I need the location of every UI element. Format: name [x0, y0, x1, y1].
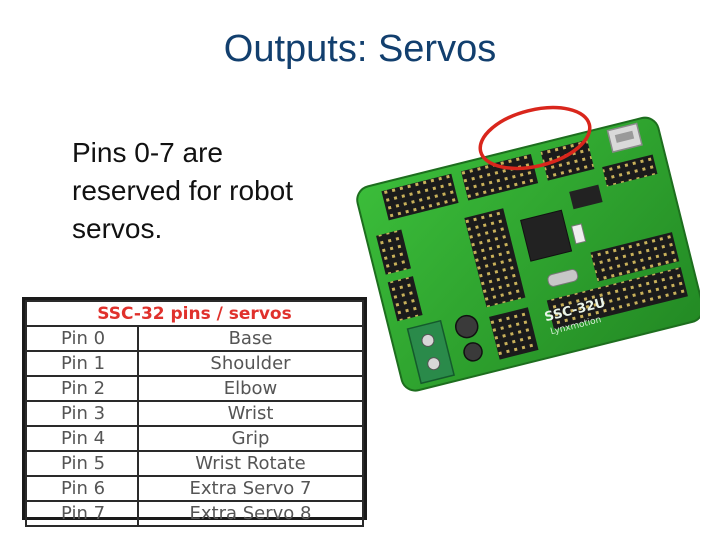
- pin-cell: Pin 7: [25, 500, 139, 527]
- chip: [569, 184, 603, 210]
- pin-cell: Pin 1: [25, 350, 139, 377]
- table-row: Pin 5 Wrist Rotate: [25, 450, 364, 477]
- servo-header-block: [590, 232, 680, 282]
- servo-cell: Extra Servo 8: [137, 500, 364, 527]
- slide-title: Outputs: Servos: [223, 28, 497, 70]
- crystal: [547, 269, 579, 287]
- pin-servo-table-grid: SSC-32 pins / servos Pin 0 Base Pin 1 Sh…: [25, 300, 364, 527]
- capacitor: [463, 342, 483, 362]
- table-row: Pin 6 Extra Servo 7: [25, 475, 364, 502]
- switch: [570, 223, 587, 245]
- servo-cell: Elbow: [137, 375, 364, 402]
- body-text: Pins 0-7 are reserved for robot servos.: [72, 134, 372, 248]
- table-row: Pin 7 Extra Servo 8: [25, 500, 364, 527]
- body-line: Pins 0-7 are: [72, 137, 223, 168]
- servo-cell: Wrist: [137, 400, 364, 427]
- pin-cell: Pin 5: [25, 450, 139, 477]
- servo-header-block: [376, 229, 411, 275]
- servo-header-block: [461, 153, 539, 201]
- servo-cell: Grip: [137, 425, 364, 452]
- servo-cell: Base: [137, 325, 364, 352]
- servo-header-block: [464, 208, 526, 308]
- pin-cell: Pin 3: [25, 400, 139, 427]
- table-row: Pin 2 Elbow: [25, 375, 364, 402]
- pcb: SSC-32U Lynxmotion: [356, 116, 700, 392]
- servo-cell: Shoulder: [137, 350, 364, 377]
- pin-cell: Pin 0: [25, 325, 139, 352]
- servo-cell: Wrist Rotate: [137, 450, 364, 477]
- highlight-circle: [478, 105, 592, 171]
- pin-cell: Pin 4: [25, 425, 139, 452]
- microcontroller-chip: [520, 209, 573, 262]
- table-header: SSC-32 pins / servos: [25, 300, 364, 327]
- body-line: servos.: [72, 213, 163, 244]
- table-row: Pin 4 Grip: [25, 425, 364, 452]
- table-row: Pin 3 Wrist: [25, 400, 364, 427]
- servo-header-block: [540, 139, 595, 181]
- table-header-row: SSC-32 pins / servos: [25, 300, 364, 327]
- table-row: Pin 1 Shoulder: [25, 350, 364, 377]
- servo-header-block: [546, 267, 688, 330]
- power-terminal-block: [406, 319, 456, 385]
- pin-servo-table: SSC-32 pins / servos Pin 0 Base Pin 1 Sh…: [22, 297, 367, 527]
- pin-cell: Pin 2: [25, 375, 139, 402]
- servo-cell: Extra Servo 7: [137, 475, 364, 502]
- servo-header-block: [387, 276, 423, 322]
- pin-cell: Pin 6: [25, 475, 139, 502]
- servo-header-block: [489, 307, 539, 360]
- servo-header-block: [381, 173, 459, 221]
- servo-header-block: [602, 154, 658, 187]
- capacitor: [454, 314, 479, 339]
- servo-controller-board-photo: SSC-32U Lynxmotion: [356, 105, 700, 392]
- table-row: Pin 0 Base: [25, 325, 364, 352]
- body-line: reserved for robot: [72, 175, 293, 206]
